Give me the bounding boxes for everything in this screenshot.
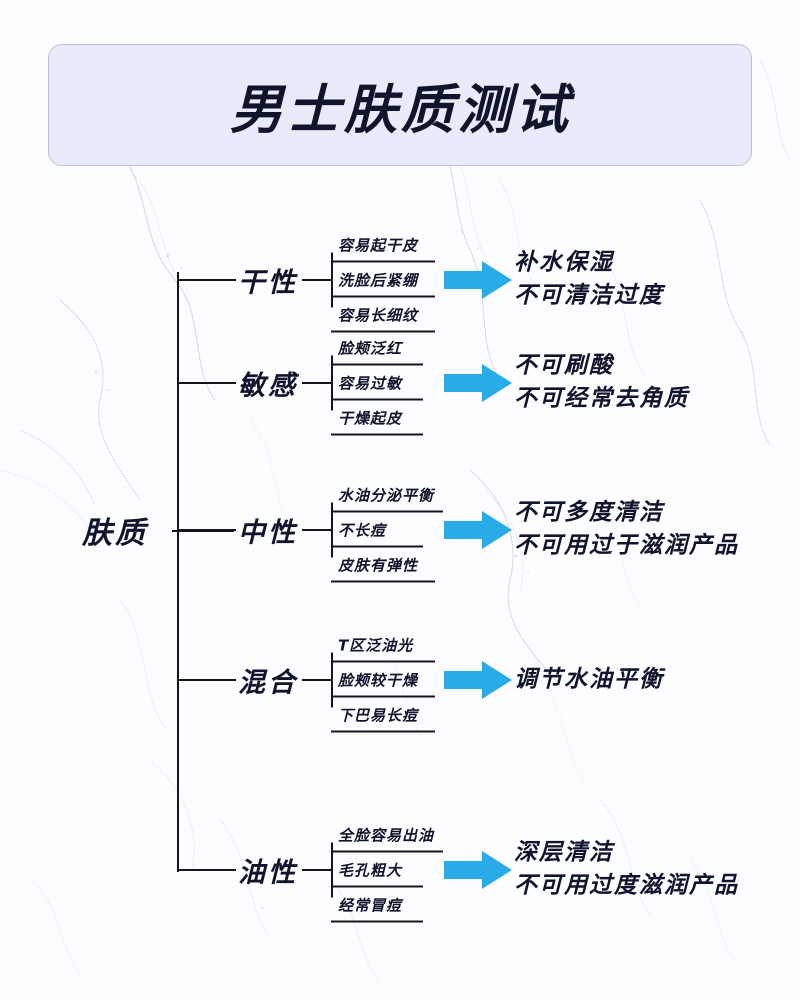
- symptom-spine-dry: [331, 252, 333, 308]
- symptom-group-neutral: 水油分泌平衡不长痘皮肤有弹性: [331, 478, 443, 583]
- category-connector-dry: [302, 279, 332, 281]
- title-box: 男士肤质测试: [48, 44, 752, 166]
- branch-line-combination: [178, 679, 236, 681]
- root-label: 肤质: [82, 516, 148, 551]
- symptom-group-dry: 容易起干皮洗脸后紧绷容易长细纹: [331, 228, 435, 333]
- symptom-group-sensitive: 脸颊泛红容易过敏干燥起皮: [331, 331, 435, 436]
- category-label-dry[interactable]: 干性: [238, 267, 298, 299]
- right-arrow-icon: [444, 510, 512, 550]
- advice-line: 调节水油平衡: [514, 666, 664, 693]
- symptom-item: 经常冒痘: [331, 888, 435, 923]
- advice-line: 不可用过度滋润产品: [514, 873, 739, 899]
- advice-line: 深层清洁: [514, 839, 614, 866]
- advice-group-dry: 补水保湿不可清洁过度: [514, 247, 664, 314]
- category-label-combination[interactable]: 混合: [238, 667, 298, 699]
- symptom-spine-neutral: [331, 502, 333, 558]
- symptom-item: 皮肤有弹性: [331, 548, 435, 583]
- advice-line: 不可多度清洁: [514, 499, 664, 526]
- symptom-item: 毛孔粗大: [331, 853, 435, 888]
- right-arrow-icon: [444, 660, 512, 700]
- advice-line: 不可用过于滋润产品: [514, 533, 739, 559]
- symptom-spine-combination: [331, 652, 333, 708]
- right-arrow-icon: [444, 850, 512, 890]
- category-connector-combination: [302, 679, 332, 681]
- advice-group-sensitive: 不可刷酸不可经常去角质: [514, 350, 689, 417]
- symptom-item: T区泛油光: [331, 628, 435, 663]
- symptom-item: 脸颊泛红: [331, 331, 435, 366]
- symptom-item: 不长痘: [331, 513, 435, 548]
- advice-group-combination: 调节水油平衡: [514, 663, 664, 696]
- category-label-neutral[interactable]: 中性: [238, 517, 298, 549]
- symptom-group-oily: 全脸容易出油毛孔粗大经常冒痘: [331, 818, 443, 923]
- branch-line-oily: [178, 869, 236, 871]
- symptom-item: 容易起干皮: [331, 228, 435, 263]
- symptom-item: 下巴易长痘: [331, 698, 435, 733]
- root-connector-line: [172, 530, 234, 532]
- branch-line-sensitive: [178, 382, 236, 384]
- symptom-group-combination: T区泛油光脸颊较干燥下巴易长痘: [331, 628, 435, 733]
- branch-line-neutral: [178, 529, 236, 531]
- symptom-item: 容易过敏: [331, 366, 435, 401]
- category-connector-sensitive: [302, 382, 332, 384]
- symptom-item: 全脸容易出油: [331, 818, 443, 853]
- right-arrow-icon: [444, 363, 512, 403]
- advice-line: 不可经常去角质: [514, 386, 689, 412]
- advice-line: 不可刷酸: [514, 352, 614, 379]
- advice-line: 不可清洁过度: [514, 283, 664, 309]
- category-connector-neutral: [302, 529, 332, 531]
- advice-group-oily: 深层清洁不可用过度滋润产品: [514, 837, 739, 904]
- advice-line: 补水保湿: [514, 249, 614, 276]
- page-title: 男士肤质测试: [230, 80, 572, 141]
- category-label-sensitive[interactable]: 敏感: [238, 370, 298, 402]
- symptom-spine-oily: [331, 842, 333, 898]
- symptom-item: 水油分泌平衡: [331, 478, 443, 513]
- category-connector-oily: [302, 869, 332, 871]
- advice-group-neutral: 不可多度清洁不可用过于滋润产品: [514, 497, 739, 564]
- tree-trunk-line: [177, 272, 179, 872]
- symptom-item: 容易长细纹: [331, 298, 435, 333]
- symptom-spine-sensitive: [331, 355, 333, 411]
- symptom-item: 洗脸后紧绷: [331, 263, 435, 298]
- symptom-item: 干燥起皮: [331, 401, 435, 436]
- right-arrow-icon: [444, 260, 512, 300]
- category-label-oily[interactable]: 油性: [238, 857, 298, 889]
- branch-line-dry: [178, 279, 236, 281]
- symptom-item: 脸颊较干燥: [331, 663, 435, 698]
